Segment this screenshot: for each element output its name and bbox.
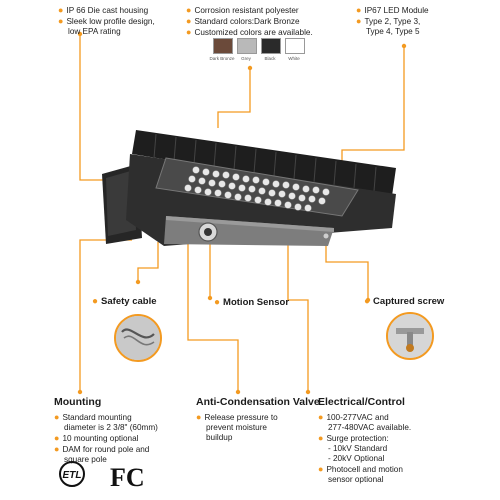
bullet-icon: ● bbox=[54, 444, 60, 454]
mounting-features: ●Standard mounting diameter is 2 3/8" (6… bbox=[54, 412, 194, 465]
electrical-line-4: - 10kV Standard bbox=[328, 444, 388, 453]
swatch-label-grey: Grey bbox=[241, 56, 251, 61]
housing-features: ●IP 66 Die cast housing ●Sleek low profi… bbox=[58, 5, 198, 37]
coating-line-2: Standard colors:Dark Bronze bbox=[194, 17, 300, 26]
swatch-label-black: Black bbox=[264, 56, 276, 61]
swatch-white bbox=[285, 38, 305, 54]
fcc-logo: FC bbox=[108, 462, 148, 492]
led-line-1: IP67 LED Module bbox=[364, 6, 429, 15]
electrical-line-6: Photocell and motion bbox=[326, 465, 403, 474]
mounting-line-5: square pole bbox=[64, 455, 107, 464]
light-fixture-image bbox=[102, 130, 396, 246]
electrical-line-7: sensor optional bbox=[328, 475, 384, 484]
electrical-features: ●100-277VAC and 277-480VAC available. ●S… bbox=[318, 412, 468, 485]
mounting-title: Mounting bbox=[54, 396, 102, 408]
swatch-label-dark-bronze: Dark Bronze bbox=[209, 56, 235, 61]
swatch-grey bbox=[237, 38, 257, 54]
bullet-icon: ● bbox=[318, 464, 324, 474]
bullet-icon: ● bbox=[58, 16, 64, 26]
anti-condensation-line-2: prevent moisture bbox=[206, 423, 267, 432]
coating-line-1: Corrosion resistant polyester bbox=[194, 6, 299, 15]
mounting-line-2: diameter is 2 3/8" (60mm) bbox=[64, 423, 158, 432]
etl-logo: ETL bbox=[54, 460, 90, 490]
bullet-icon: ● bbox=[186, 27, 192, 37]
screw-icon bbox=[388, 314, 432, 358]
bullet-icon: ● bbox=[356, 5, 362, 15]
coating-features: ●Corrosion resistant polyester ●Standard… bbox=[186, 5, 346, 38]
svg-text:FC: FC bbox=[110, 463, 145, 490]
housing-line-3: low EPA rating bbox=[68, 27, 121, 36]
anti-condensation-line-1: Release pressure to bbox=[204, 413, 278, 422]
coating-line-3: Customized colors are available. bbox=[194, 28, 313, 37]
led-line-2: Type 2, Type 3, bbox=[364, 17, 421, 26]
led-features: ●IP67 LED Module ●Type 2, Type 3, Type 4… bbox=[356, 5, 486, 37]
electrical-line-1: 100-277VAC and bbox=[326, 413, 389, 422]
bullet-icon: ● bbox=[54, 433, 60, 443]
electrical-title: Electrical/Control bbox=[318, 396, 405, 408]
captured-screw-title: ●Captured screw bbox=[364, 296, 445, 307]
motion-sensor-title: ●Motion Sensor bbox=[214, 297, 290, 308]
safety-cable-title: ●Safety cable bbox=[92, 296, 157, 307]
housing-line-1: IP 66 Die cast housing bbox=[66, 6, 149, 15]
bullet-icon: ● bbox=[214, 297, 221, 308]
bullet-icon: ● bbox=[92, 296, 99, 307]
housing-line-2: Sleek low profile design, bbox=[66, 17, 155, 26]
cable-icon bbox=[116, 316, 160, 360]
bullet-icon: ● bbox=[364, 296, 371, 307]
safety-cable-photo bbox=[114, 314, 162, 362]
swatch-dark-bronze bbox=[213, 38, 233, 54]
bullet-icon: ● bbox=[54, 412, 60, 422]
captured-screw-photo bbox=[386, 312, 434, 360]
bullet-icon: ● bbox=[186, 16, 192, 26]
bullet-icon: ● bbox=[356, 16, 362, 26]
anti-condensation-title: Anti-Condensation Valve bbox=[196, 396, 320, 408]
electrical-line-2: 277-480VAC available. bbox=[328, 423, 412, 432]
bullet-icon: ● bbox=[196, 412, 202, 422]
bullet-icon: ● bbox=[318, 433, 324, 443]
anti-condensation-line-3: buildup bbox=[206, 433, 233, 442]
mounting-line-4: DAM for round pole and bbox=[62, 445, 150, 454]
swatch-black bbox=[261, 38, 281, 54]
bullet-icon: ● bbox=[318, 412, 324, 422]
swatch-label-white: White bbox=[288, 56, 300, 61]
mounting-line-3: 10 mounting optional bbox=[62, 434, 139, 443]
electrical-line-3: Surge protection: bbox=[326, 434, 389, 443]
bullet-icon: ● bbox=[58, 5, 64, 15]
bullet-icon: ● bbox=[186, 5, 192, 15]
electrical-line-5: - 20kV Optional bbox=[328, 454, 385, 463]
svg-text:ETL: ETL bbox=[63, 470, 82, 481]
mounting-line-1: Standard mounting bbox=[62, 413, 132, 422]
led-line-3: Type 4, Type 5 bbox=[366, 27, 420, 36]
anti-condensation-features: ●Release pressure to prevent moisture bu… bbox=[196, 412, 316, 443]
